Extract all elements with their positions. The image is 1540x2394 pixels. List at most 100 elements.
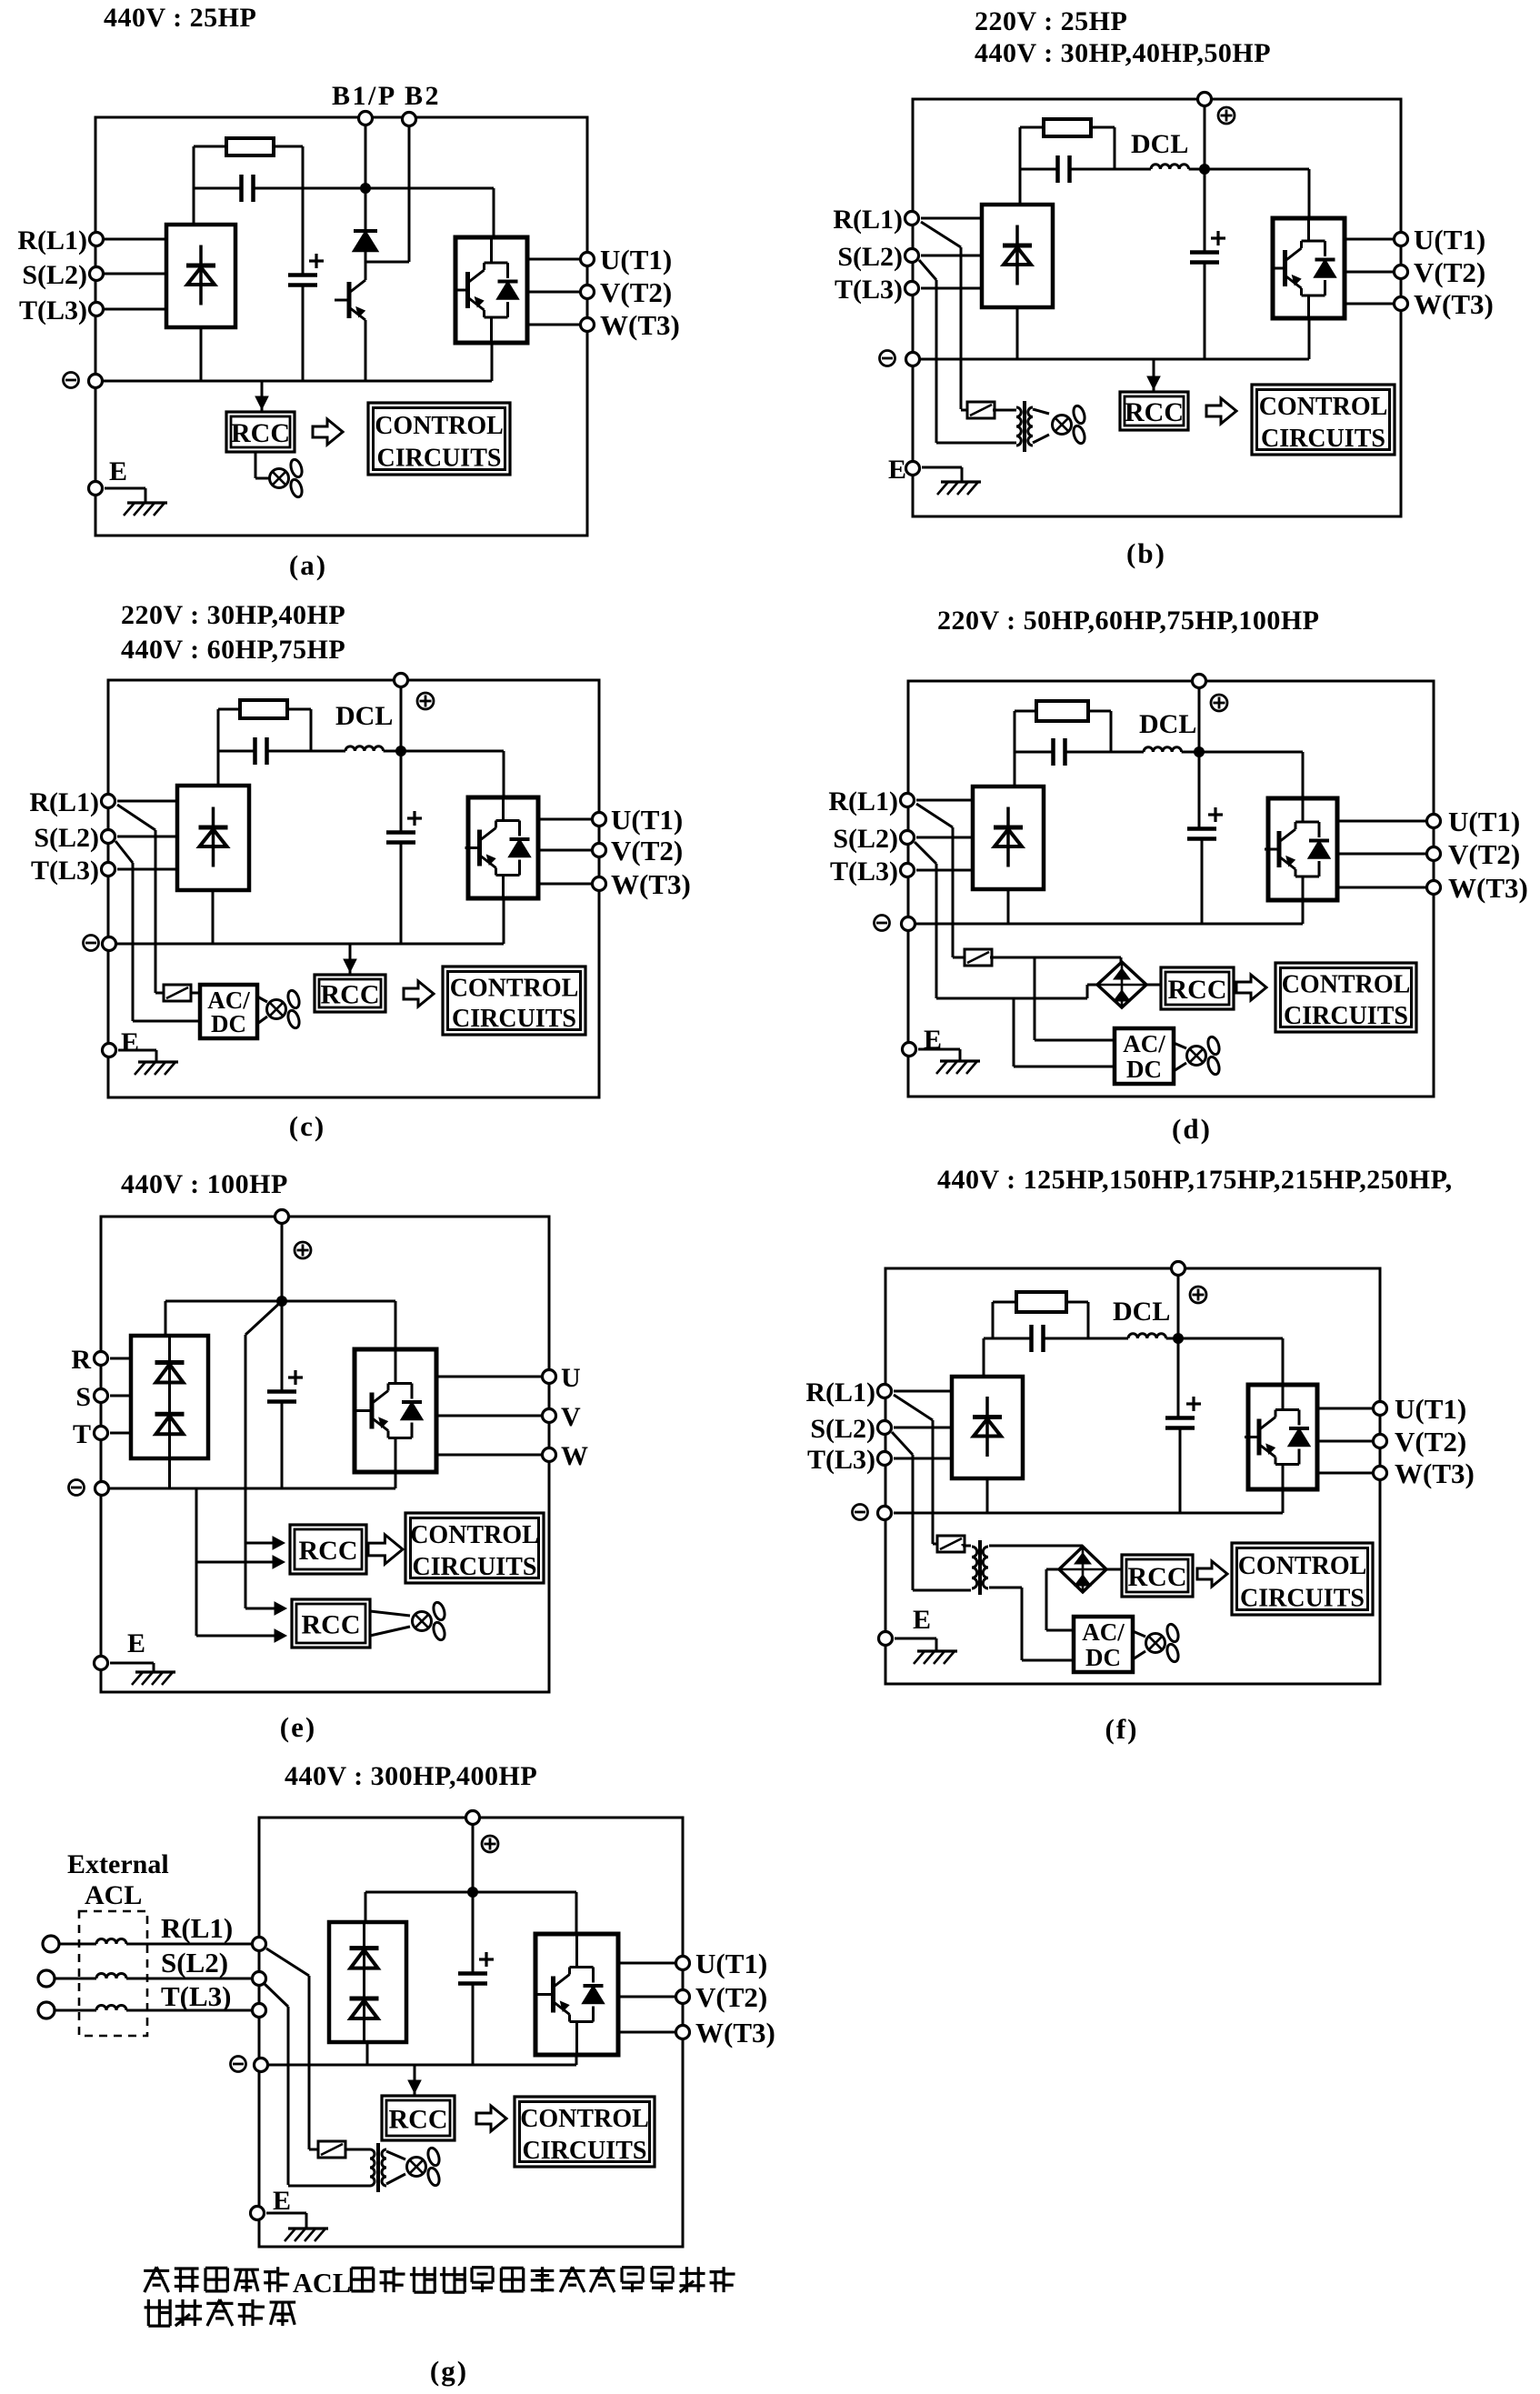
- svg-text:ACL: ACL: [293, 2268, 351, 2299]
- svg-text:440V : 60HP,75HP: 440V : 60HP,75HP: [121, 635, 345, 665]
- svg-text:W(T3): W(T3): [1448, 872, 1528, 904]
- svg-text:CONTROL: CONTROL: [450, 974, 579, 1002]
- svg-text:R(L1): R(L1): [828, 786, 898, 816]
- svg-text:AC/: AC/: [1123, 1030, 1165, 1057]
- svg-text:S: S: [75, 1382, 91, 1412]
- svg-text:RCC: RCC: [1128, 1562, 1187, 1592]
- svg-text:CONTROL: CONTROL: [1259, 393, 1388, 421]
- svg-text:440V : 100HP: 440V : 100HP: [121, 1169, 288, 1199]
- svg-text:CONTROL: CONTROL: [375, 412, 504, 440]
- svg-text:V(T2): V(T2): [1448, 838, 1520, 870]
- svg-text:CONTROL: CONTROL: [410, 1521, 539, 1549]
- svg-text:V(T2): V(T2): [695, 1981, 767, 2013]
- svg-text:DCL: DCL: [335, 701, 393, 731]
- svg-text:R: R: [71, 1345, 91, 1375]
- svg-text:CONTROL: CONTROL: [520, 2105, 649, 2133]
- svg-text:RCC: RCC: [321, 979, 380, 1009]
- svg-text:V(T2): V(T2): [600, 276, 672, 308]
- svg-text:S(L2): S(L2): [22, 260, 87, 290]
- svg-text:T(L3): T(L3): [835, 275, 903, 305]
- svg-text:S(L2): S(L2): [161, 1947, 228, 1978]
- svg-text:CIRCUITS: CIRCUITS: [1261, 425, 1385, 453]
- svg-text:W(T3): W(T3): [1414, 288, 1494, 320]
- svg-text:AC/: AC/: [1082, 1618, 1125, 1646]
- svg-text:S(L2): S(L2): [810, 1414, 875, 1444]
- svg-text:E: E: [273, 2186, 291, 2216]
- svg-text:220V : 30HP,40HP: 220V : 30HP,40HP: [121, 600, 345, 630]
- svg-text:(b): (b): [1126, 537, 1166, 569]
- svg-text:440V : 25HP: 440V : 25HP: [104, 3, 256, 33]
- svg-text:T(L3): T(L3): [161, 1980, 232, 2012]
- svg-text:W(T3): W(T3): [600, 309, 680, 341]
- svg-text:RCC: RCC: [1168, 975, 1227, 1005]
- svg-text:R(L1): R(L1): [833, 205, 903, 235]
- svg-text:R(L1): R(L1): [161, 1912, 233, 1944]
- svg-text:E: E: [127, 1628, 145, 1658]
- svg-text:CIRCUITS: CIRCUITS: [413, 1553, 537, 1581]
- svg-text:S(L2): S(L2): [34, 823, 99, 853]
- svg-text:T: T: [73, 1419, 91, 1449]
- svg-text:T(L3): T(L3): [830, 856, 898, 886]
- svg-text:U(T1): U(T1): [1395, 1393, 1466, 1425]
- svg-text:DCL: DCL: [1139, 709, 1196, 739]
- svg-text:External: External: [67, 1849, 169, 1879]
- svg-text:W(T3): W(T3): [611, 868, 691, 900]
- svg-text:AC/: AC/: [207, 987, 250, 1014]
- svg-text:(g): (g): [430, 2355, 468, 2387]
- svg-text:T(L3): T(L3): [19, 295, 87, 326]
- svg-text:(f): (f): [1105, 1713, 1139, 1745]
- svg-text:220V : 25HP: 220V : 25HP: [975, 6, 1127, 36]
- svg-text:DCL: DCL: [1131, 129, 1188, 159]
- svg-text:DC: DC: [211, 1010, 246, 1037]
- svg-text:E: E: [924, 1025, 942, 1055]
- svg-text:U(T1): U(T1): [600, 244, 672, 275]
- svg-text:S(L2): S(L2): [833, 824, 898, 854]
- svg-text:CIRCUITS: CIRCUITS: [523, 2137, 647, 2165]
- svg-text:E: E: [913, 1605, 931, 1635]
- svg-text:RCC: RCC: [389, 2104, 448, 2134]
- svg-text:W(T3): W(T3): [695, 2017, 775, 2048]
- svg-text:V(T2): V(T2): [1414, 256, 1485, 288]
- svg-text:V(T2): V(T2): [611, 835, 683, 866]
- svg-text:U(T1): U(T1): [611, 804, 683, 836]
- svg-text:R(L1): R(L1): [17, 225, 87, 255]
- svg-text:E: E: [121, 1027, 139, 1057]
- svg-text:(e): (e): [280, 1711, 316, 1743]
- svg-text:T(L3): T(L3): [31, 856, 99, 886]
- svg-text:(a): (a): [289, 549, 327, 581]
- svg-text:CONTROL: CONTROL: [1282, 971, 1411, 999]
- svg-text:E: E: [888, 455, 906, 485]
- svg-text:U(T1): U(T1): [695, 1948, 767, 1979]
- svg-text:440V : 30HP,40HP,50HP: 440V : 30HP,40HP,50HP: [975, 38, 1271, 68]
- svg-text:S(L2): S(L2): [837, 242, 903, 272]
- svg-text:RCC: RCC: [299, 1536, 358, 1566]
- svg-text:RCC: RCC: [231, 418, 290, 448]
- svg-text:220V : 50HP,60HP,75HP,100HP: 220V : 50HP,60HP,75HP,100HP: [937, 606, 1320, 636]
- svg-text:CIRCUITS: CIRCUITS: [377, 445, 502, 473]
- svg-text:E: E: [109, 456, 127, 486]
- svg-text:CONTROL: CONTROL: [1238, 1552, 1367, 1580]
- svg-text:V: V: [561, 1402, 581, 1432]
- svg-text:U(T1): U(T1): [1414, 224, 1485, 255]
- svg-text:CIRCUITS: CIRCUITS: [1240, 1585, 1365, 1613]
- svg-text:(d): (d): [1172, 1113, 1212, 1145]
- svg-text:R(L1): R(L1): [29, 787, 99, 817]
- svg-text:DC: DC: [1085, 1644, 1121, 1671]
- svg-text:440V : 125HP,150HP,175HP,215HP: 440V : 125HP,150HP,175HP,215HP,250HP,: [937, 1165, 1453, 1195]
- svg-text:R(L1): R(L1): [805, 1377, 875, 1407]
- svg-text:ACL: ACL: [85, 1880, 142, 1910]
- svg-text:V(T2): V(T2): [1395, 1426, 1466, 1457]
- svg-text:440V : 300HP,400HP: 440V : 300HP,400HP: [285, 1761, 537, 1791]
- svg-text:B1/P B2: B1/P B2: [332, 81, 441, 111]
- svg-text:DCL: DCL: [1113, 1297, 1170, 1327]
- svg-text:RCC: RCC: [302, 1609, 361, 1639]
- svg-text:W(T3): W(T3): [1395, 1457, 1475, 1489]
- svg-text:CIRCUITS: CIRCUITS: [452, 1005, 576, 1033]
- svg-text:CIRCUITS: CIRCUITS: [1284, 1002, 1408, 1030]
- svg-text:T(L3): T(L3): [807, 1445, 875, 1475]
- svg-text:RCC: RCC: [1125, 397, 1184, 427]
- svg-text:U: U: [561, 1363, 581, 1393]
- svg-text:(c): (c): [289, 1110, 325, 1142]
- svg-text:U(T1): U(T1): [1448, 806, 1520, 837]
- svg-text:DC: DC: [1126, 1056, 1162, 1083]
